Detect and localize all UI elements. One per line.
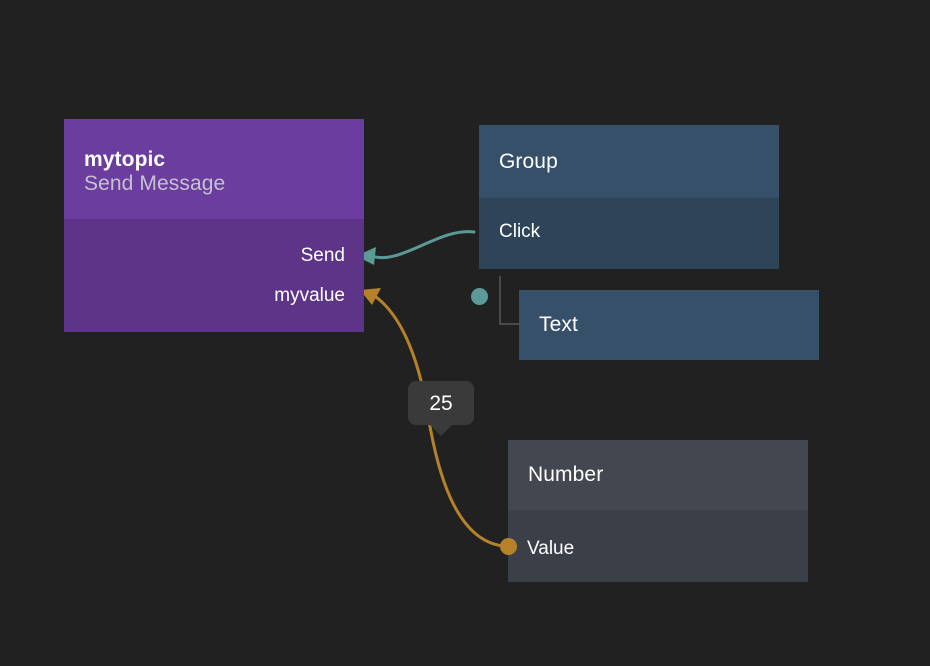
node-mytopic-body[interactable]: Send myvalue [64, 219, 364, 332]
node-number-body[interactable]: Value [500, 510, 808, 582]
port-value[interactable]: Value [527, 538, 575, 559]
value-badge-text: 25 [429, 391, 453, 415]
node-number-header[interactable]: Number [508, 440, 808, 510]
node-mytopic-header[interactable]: mytopic Send Message [64, 119, 364, 219]
node-text-title: Text [539, 313, 578, 337]
node-mytopic-subtitle: Send Message [84, 172, 226, 195]
value-badge[interactable]: 25 [408, 381, 474, 436]
node-number[interactable]: Number Value [500, 440, 808, 582]
node-text-header[interactable]: Text [519, 290, 819, 360]
wire-click-to-send [370, 230, 476, 260]
node-group[interactable]: Group Click [471, 125, 779, 305]
tree-elbow-connector [499, 276, 521, 325]
port-dot-click[interactable] [471, 288, 488, 305]
port-send[interactable]: Send [300, 245, 345, 266]
node-mytopic-title: mytopic [84, 148, 166, 172]
node-number-title: Number [528, 463, 604, 487]
port-dot-value[interactable] [500, 538, 517, 555]
node-mytopic[interactable]: mytopic Send Message Send myvalue [64, 119, 364, 332]
node-text[interactable]: Text [519, 290, 819, 360]
port-click[interactable]: Click [499, 221, 541, 242]
node-group-header[interactable]: Group [479, 125, 779, 198]
port-myvalue[interactable]: myvalue [274, 285, 345, 306]
node-group-body[interactable]: Click [471, 198, 779, 305]
node-group-title: Group [499, 149, 558, 173]
